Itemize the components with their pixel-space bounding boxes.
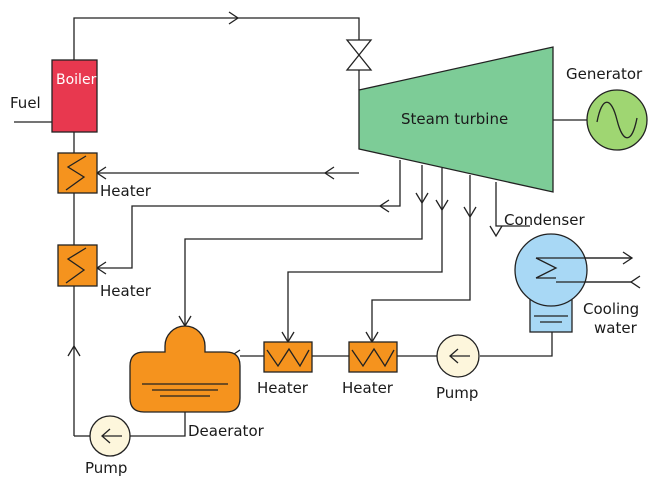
fuel-label: Fuel [10,94,41,112]
heater-4-label: Heater [342,379,394,397]
generator [586,89,648,151]
deaerator [129,325,241,413]
heater-coil-icon [65,155,87,191]
boiler: Boiler [51,59,98,133]
throttle-valve-icon [345,39,373,71]
heater-1 [57,152,98,194]
deaerator-body [129,325,241,413]
heater-4 [348,341,398,373]
extraction-5 [371,175,471,342]
pump-left [89,415,131,457]
extraction-4 [287,168,443,342]
arrow-feedwater-up [67,344,81,357]
arrow-extraction-5b [463,206,477,219]
cooling-water-label-2: water [594,319,638,337]
deaerator-label: Deaerator [188,422,265,440]
heater-coil-icon [266,347,310,368]
arrow-extraction-4b [435,199,449,212]
extraction-3 [184,165,423,328]
heater-2-label: Heater [100,282,152,300]
pump-right-label: Pump [436,384,478,402]
main-steam-pipe [73,17,360,60]
pump-right [436,334,480,378]
heater-3 [263,341,313,373]
sine-wave-icon [596,101,638,139]
condenser-label: Condenser [504,211,585,229]
extraction-6 [495,182,530,227]
deaerator-to-pump-pipe [130,412,186,437]
extraction-2 [97,160,401,269]
arrow-extraction-3b [415,192,429,205]
turbine-body [358,46,554,193]
arrow-extraction-6 [489,225,503,238]
steam-turbine: Steam turbine [358,46,554,193]
condenser [514,233,588,333]
heater-coil-icon [351,347,395,368]
heater-2 [57,244,98,287]
condenser-coil-icon [535,257,558,279]
pump-arrow-head-icon [101,428,111,444]
boiler-label: Boiler [56,72,97,88]
arrow-main-steam [228,11,240,25]
generator-label: Generator [566,65,643,83]
turbine-label: Steam turbine [401,110,508,128]
arrow-extraction-2b [378,199,390,213]
arrow-cooling-in [629,275,641,289]
arrow-extraction-1b [323,166,335,180]
boiler-body [51,59,98,133]
cooling-water-label-1: Cooling [583,300,639,318]
pump-left-label: Pump [85,459,127,477]
pump-arrow-head-icon [449,348,459,364]
heater-1-label: Heater [100,182,152,200]
heater-coil-icon [65,247,87,284]
condenser-to-pump-pipe [480,332,553,357]
heater-3-label: Heater [257,379,309,397]
